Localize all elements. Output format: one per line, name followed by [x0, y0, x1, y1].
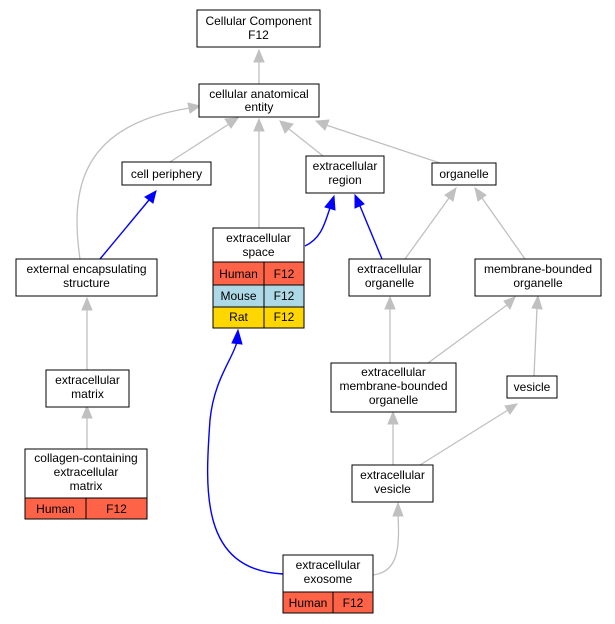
arrowhead	[81, 404, 93, 419]
node-label-line: entity	[245, 100, 274, 114]
go-node-extracellular-organelle[interactable]: extracellular organelle	[348, 258, 431, 297]
annotation-table: Human F12	[24, 497, 148, 520]
edges	[76, 48, 543, 576]
annotation-table: Human F12	[282, 591, 374, 614]
go-node-extracellular-membrane-bounded-organelle[interactable]: extracellular membrane-bounded organelle	[330, 362, 457, 413]
species-label: Human	[219, 267, 258, 281]
edge-exosome-to-ec-space[interactable]	[206, 341, 284, 575]
gene-label: F12	[274, 289, 295, 303]
edge-ext-encap-to-cae	[76, 107, 191, 260]
node-label-line: matrix	[70, 479, 103, 493]
node-label-line: membrane-bounded	[339, 379, 447, 393]
node-label-line: cellular anatomical	[209, 87, 308, 101]
node-label-line: extracellular	[55, 373, 120, 387]
node-label-line: external encapsulating	[26, 262, 146, 276]
node-label-line: organelle	[369, 393, 419, 407]
node-label-line: organelle	[513, 276, 563, 290]
go-node-extracellular-exosome[interactable]: extracellular exosome Human F12	[282, 554, 374, 614]
species-label: Human	[36, 502, 75, 516]
arrowhead	[354, 193, 365, 209]
node-label-line: extracellular	[357, 262, 422, 276]
arrowhead	[474, 186, 487, 202]
node-label-line: extracellular	[361, 365, 426, 379]
arrowhead	[314, 119, 330, 131]
node-label-line: organelle	[439, 167, 489, 181]
go-node-vesicle[interactable]: vesicle	[506, 375, 558, 399]
edge-ecmbo-to-mbo	[427, 304, 508, 364]
node-label-line: extracellular	[54, 465, 119, 479]
edge-exosome-to-ecvesicle	[372, 514, 400, 576]
node-label-line: structure	[63, 276, 110, 290]
gene-cell	[263, 306, 305, 329]
edge-mbo-to-organelle	[481, 197, 526, 260]
arrowhead	[503, 296, 516, 310]
node-label-line: extracellular	[226, 231, 291, 245]
arrowhead	[279, 120, 294, 134]
arrowhead	[81, 296, 93, 311]
node-label-line: membrane-bounded	[484, 262, 592, 276]
go-node-extracellular-vesicle[interactable]: extracellular vesicle	[351, 464, 434, 503]
arrowhead	[144, 190, 157, 204]
node-label-line: cell periphery	[131, 167, 202, 181]
arrowhead	[384, 295, 396, 310]
arrowhead	[253, 48, 265, 63]
go-node-collagen-containing-extracellular-matrix[interactable]: collagen-containing extracellular matrix…	[24, 448, 148, 520]
go-node-membrane-bounded-organelle[interactable]: membrane-bounded organelle	[474, 258, 602, 297]
go-node-external-encapsulating-structure[interactable]: external encapsulating structure	[15, 258, 158, 297]
edge-cell-periphery-to-cae	[169, 123, 230, 163]
go-node-cellular-anatomical-entity[interactable]: cellular anatomical entity	[198, 83, 320, 118]
gene-label: F12	[343, 596, 364, 610]
edge-ec-organelle-to-organelle	[404, 197, 450, 260]
node-label-line: region	[328, 173, 361, 187]
arrowhead	[444, 186, 457, 202]
arrowhead	[504, 403, 519, 415]
node-label-line: collagen-containing	[34, 451, 137, 465]
node-label-line: F12	[248, 28, 269, 42]
species-label: Human	[289, 596, 328, 610]
edge-vesicle-to-mbo	[533, 307, 538, 377]
species-label: Mouse	[220, 289, 256, 303]
gene-label: F12	[274, 310, 295, 324]
edge-organelle-to-cae	[325, 124, 441, 164]
node-label-line: exosome	[304, 572, 353, 586]
node-label-line: organelle	[365, 276, 415, 290]
node-label-line: vesicle	[374, 482, 411, 496]
go-node-extracellular-matrix[interactable]: extracellular matrix	[45, 369, 130, 408]
go-node-organelle[interactable]: organelle	[431, 162, 497, 186]
arrowhead	[187, 102, 202, 114]
edge-ext-encap-to-cell-periphery[interactable]	[99, 199, 150, 260]
gene-label: F12	[106, 502, 127, 516]
go-node-extracellular-space[interactable]: extracellular space Human F12 Mouse F12 …	[212, 227, 305, 329]
node-label-line: vesicle	[514, 380, 551, 394]
go-node-extracellular-region[interactable]: extracellular region	[305, 155, 385, 194]
species-label: Rat	[229, 310, 248, 324]
go-node-cell-periphery[interactable]: cell periphery	[121, 161, 212, 186]
arrowhead	[392, 501, 404, 517]
go-node-cellular-component[interactable]: Cellular Component F12	[196, 9, 321, 48]
node-label-line: Cellular Component	[205, 14, 312, 28]
gene-label: F12	[274, 267, 295, 281]
annotation-table: Human F12 Mouse F12 Rat F12	[212, 261, 305, 329]
arrowhead	[387, 410, 399, 425]
edge-ec-organelle-to-ec-region[interactable]	[359, 205, 383, 260]
node-label-line: space	[242, 245, 274, 259]
arrowhead	[324, 194, 336, 211]
edge-ecvesicle-to-vesicle	[419, 409, 509, 466]
node-label-line: extracellular	[296, 558, 361, 572]
arrowhead	[231, 328, 243, 345]
arrowhead	[531, 294, 543, 310]
gene-cell	[85, 497, 148, 520]
node-label-line: extracellular	[313, 159, 378, 173]
edge-ec-region-to-cae	[288, 128, 324, 157]
gene-cell	[332, 591, 374, 614]
arrowhead	[224, 117, 240, 129]
node-label-line: matrix	[71, 387, 104, 401]
node-label-line: extracellular	[360, 468, 425, 482]
edge-ec-space-to-ec-region[interactable]	[304, 207, 331, 247]
arrowhead	[253, 117, 265, 132]
